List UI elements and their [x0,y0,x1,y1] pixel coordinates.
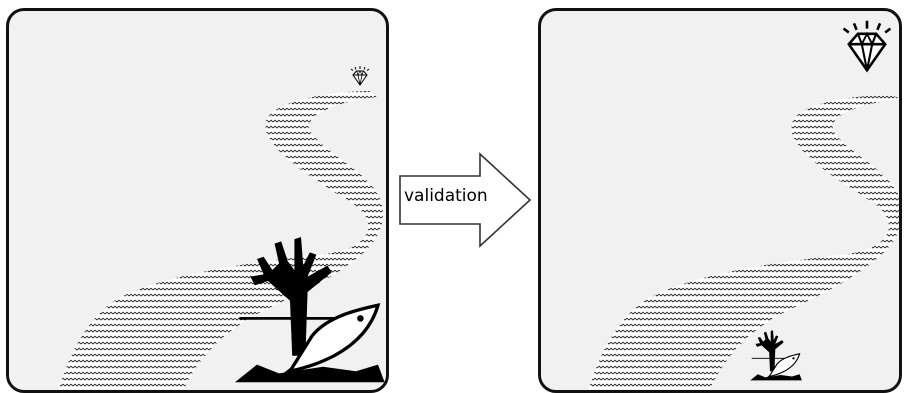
after-panel [538,8,902,393]
river [588,95,899,390]
environmental-hazard-icon [749,329,803,381]
after-scene [588,19,899,390]
gem-icon [842,19,892,72]
arrow-shape [399,152,532,248]
before-panel [6,8,389,393]
validation-arrow: validation [398,152,532,248]
before-scene [58,65,386,390]
arrow-label: validation [404,186,488,206]
river [58,91,384,390]
gem-icon [350,65,370,86]
